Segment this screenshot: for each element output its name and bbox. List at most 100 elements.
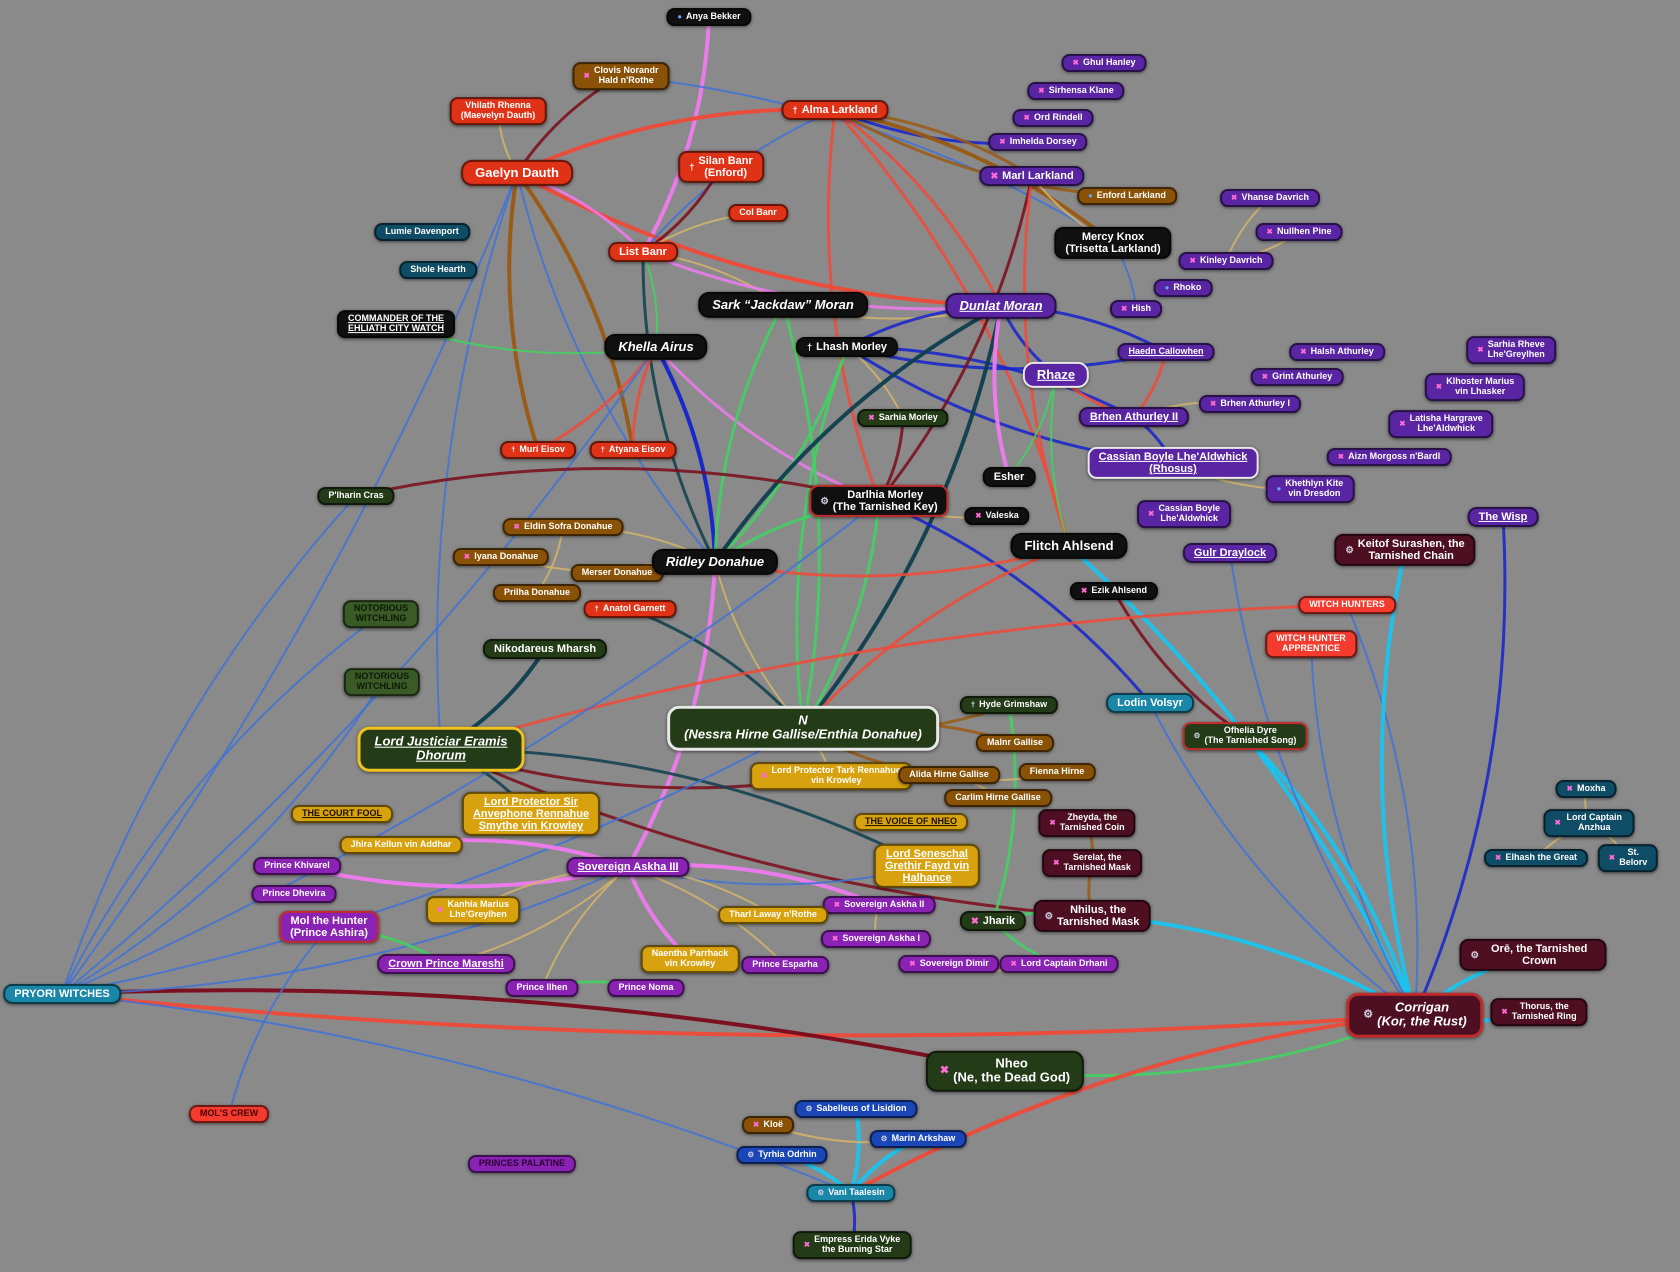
node-corrigan[interactable]: ⚙Corrigan (Kor, the Rust) (1346, 992, 1484, 1038)
node-ezik[interactable]: ✖Ezik Ahlsend (1069, 582, 1159, 600)
node-marin[interactable]: ⚙Marin Arkshaw (869, 1130, 967, 1148)
node-shole[interactable]: Shole Hearth (399, 261, 477, 279)
node-haedn[interactable]: Haedn Callowhen (1117, 343, 1215, 361)
node-notorious-witchling-2[interactable]: NOTORIOUS WITCHLING (343, 668, 421, 696)
node-halsh[interactable]: ✖Halsh Athurley (1289, 343, 1385, 361)
node-lhash[interactable]: †Lhash Morley (795, 336, 899, 358)
node-tark[interactable]: ✖Lord Protector Tark Rennahue vin Krowle… (750, 762, 912, 790)
node-noma[interactable]: Prince Noma (607, 979, 685, 997)
node-darlhia[interactable]: ⚙Darlhia Morley (The Tarnished Key) (809, 484, 949, 518)
node-vani[interactable]: ⚙Vani Taalesin (806, 1184, 896, 1202)
node-hish[interactable]: ✖Hish (1110, 300, 1162, 318)
node-erida[interactable]: ✖Empress Erida Vyke the Burning Star (792, 1231, 912, 1259)
node-khella[interactable]: Khella Airus (604, 333, 708, 361)
node-cassian[interactable]: ✖Cassian Boyle Lhe'Aldwhick (1137, 500, 1231, 528)
node-listbanr[interactable]: List Banr (608, 241, 678, 263)
node-nheo[interactable]: ✖Nheo (Ne, the Dead God) (925, 1050, 1085, 1092)
node-nikodareus[interactable]: Nikodareus Mharsh (482, 638, 608, 660)
node-gulr[interactable]: Gulr Draylock (1182, 542, 1278, 564)
node-iyana[interactable]: ✖Iyana Donahue (452, 548, 550, 566)
node-jharik[interactable]: ✖Jharik (959, 910, 1027, 932)
node-esher[interactable]: Esher (982, 466, 1036, 488)
node-gaelyn[interactable]: Gaelyn Dauth (461, 159, 573, 187)
node-lumie[interactable]: Lumie Davenport (374, 223, 470, 241)
node-merser[interactable]: Merser Donahue (570, 564, 664, 582)
node-marl[interactable]: ✖Marl Larkland (979, 165, 1085, 187)
node-imhelda[interactable]: ✖Imhelda Dorsey (988, 133, 1088, 151)
node-tharl[interactable]: Tharl Laway n'Rothe (718, 906, 828, 924)
node-esparha[interactable]: Prince Esparha (741, 956, 829, 974)
node-silan[interactable]: †Silan Banr (Enford) (678, 150, 764, 184)
node-elhash[interactable]: ✖Elhash the Great (1484, 849, 1588, 867)
node-askha-iii[interactable]: Sovereign Askha III (566, 856, 690, 878)
node-alida[interactable]: Alida Hirne Gallise (898, 766, 1000, 784)
node-anzhua[interactable]: ✖Lord Captain Anzhua (1543, 809, 1635, 837)
node-kanhia[interactable]: ✖Kanhia Marius Lhe'Greylhen (426, 896, 520, 924)
node-dunlat[interactable]: Dunlat Moran (945, 292, 1057, 320)
node-mols-crew[interactable]: MOL'S CREW (188, 1105, 270, 1123)
node-brhen2[interactable]: Brhen Athurley II (1078, 406, 1190, 428)
node-thorus[interactable]: ✖Thorus, the Tarnished Ring (1490, 998, 1588, 1026)
node-khethlyn[interactable]: ●Khethlyn Kite vin Dresdon (1265, 475, 1355, 503)
node-kloe[interactable]: ✖Kloë (742, 1116, 794, 1134)
node-askha-ii[interactable]: ✖Sovereign Askha II (822, 896, 936, 914)
node-sirhensa[interactable]: ✖Sirhensa Klane (1027, 82, 1125, 100)
node-eramis[interactable]: Lord Justiciar Eramis Dhorum (357, 726, 525, 772)
node-latisha[interactable]: ✖Latisha Hargrave Lhe'Aldwhick (1388, 410, 1494, 438)
node-askha-i[interactable]: ✖Sovereign Askha I (820, 930, 932, 948)
node-ord[interactable]: ✖Ord Rindell (1012, 109, 1094, 127)
node-colbanr[interactable]: Col Banr (728, 204, 788, 222)
node-anya[interactable]: ●Anya Bekker (666, 8, 752, 26)
node-klhoster[interactable]: ✖Klhoster Marius vin Lhasker (1424, 373, 1526, 401)
node-khivarel[interactable]: Prince Khivarel (253, 857, 341, 875)
node-ore[interactable]: ⚙Orē, the Tarnished Crown (1459, 938, 1607, 972)
node-seneschal[interactable]: Lord Seneschal Grethir Fayd vin Halhance (873, 843, 981, 889)
node-nessra[interactable]: N (Nessra Hirne Gallise/Enthia Donahue) (667, 705, 939, 751)
node-dhevira[interactable]: Prince Dhevira (251, 885, 337, 903)
node-notorious-witchling-1[interactable]: NOTORIOUS WITCHLING (342, 600, 420, 628)
node-vhanse[interactable]: ✖Vhanse Davrich (1220, 189, 1320, 207)
node-moxha[interactable]: ✖Moxha (1555, 780, 1617, 798)
node-wisp[interactable]: The Wisp (1467, 506, 1539, 528)
node-ofhelia[interactable]: ⚙Ofhelia Dyre (The Tarnished Song) (1182, 722, 1308, 750)
node-muri[interactable]: †Muri Eisov (500, 441, 576, 459)
node-prilha[interactable]: Prilha Donahue (492, 584, 582, 602)
node-atyana[interactable]: †Atyana Eisov (589, 441, 677, 459)
node-serelat[interactable]: ✖Serelat, the Tarnished Mask (1042, 849, 1142, 877)
node-ghul[interactable]: ✖Ghul Hanley (1061, 54, 1147, 72)
node-hyde[interactable]: †Hyde Grimshaw (959, 696, 1059, 714)
node-sarhia-rheve[interactable]: ✖Sarhia Rheve Lhe'Greylhen (1466, 336, 1556, 364)
node-anatol[interactable]: †Anatol Garnett (583, 600, 677, 618)
node-nullhen[interactable]: ✖Nullhen Pine (1255, 223, 1343, 241)
node-grint[interactable]: ✖Grint Athurley (1250, 368, 1344, 386)
node-belorv[interactable]: ✖St. Belorv (1597, 844, 1659, 872)
node-witch-hunters[interactable]: WITCH HUNTERS (1298, 596, 1396, 614)
node-brhen1[interactable]: ✖Brhen Athurley I (1198, 395, 1302, 413)
node-mareshi[interactable]: Crown Prince Mareshi (377, 953, 515, 975)
node-eldin[interactable]: ✖Eldin Sofra Donahue (502, 518, 624, 536)
node-voice-of-nheo[interactable]: THE VOICE OF NHEO (853, 813, 969, 831)
node-carlim[interactable]: Carlim Hirne Gallise (944, 789, 1052, 807)
node-rhaze[interactable]: Rhaze (1022, 361, 1090, 389)
node-naentha[interactable]: Naentha Parrhack vin Krowley (640, 945, 740, 973)
node-rhoko[interactable]: ●Rhoko (1153, 279, 1213, 297)
node-malnr[interactable]: Malnr Gallise (975, 734, 1055, 752)
node-ilhen[interactable]: Prince Ilhen (505, 979, 579, 997)
node-drhani[interactable]: ✖Lord Captain Drhani (999, 955, 1119, 973)
node-nhilus[interactable]: ⚙Nhilus, the Tarnished Mask (1033, 899, 1151, 933)
node-cassian-rhosus[interactable]: Cassian Boyle Lhe'Aldwhick (Rhosus) (1087, 446, 1259, 480)
node-jhira[interactable]: Jhira Kellun vin Addhar (339, 836, 463, 854)
node-dimir[interactable]: ✖Sovereign Dimir (898, 955, 1000, 973)
node-ridley[interactable]: Ridley Donahue (651, 548, 779, 576)
node-lodin[interactable]: Lodin Volsyr (1106, 692, 1194, 714)
node-alma[interactable]: †Alma Larkland (781, 99, 889, 121)
node-commander[interactable]: COMMANDER OF THE EHLIATH CITY WATCH (337, 310, 455, 338)
node-clovis[interactable]: ✖Clovis Norandr Hald n'Rothe (572, 62, 670, 90)
node-enford[interactable]: ●Enford Larkland (1077, 187, 1177, 205)
node-pryori-witches[interactable]: PRYORI WITCHES (3, 983, 121, 1005)
node-sabelleus[interactable]: ⚙Sabelleus of Lisidion (794, 1100, 918, 1118)
node-pharin[interactable]: P'lharin Cras (317, 487, 395, 505)
node-sarhia-morley[interactable]: ✖Sarhia Morley (857, 409, 949, 427)
node-fienna[interactable]: Fienna Hirne (1018, 763, 1096, 781)
node-keitof[interactable]: ⚙Keitof Surashen, the Tarnished Chain (1334, 533, 1476, 567)
